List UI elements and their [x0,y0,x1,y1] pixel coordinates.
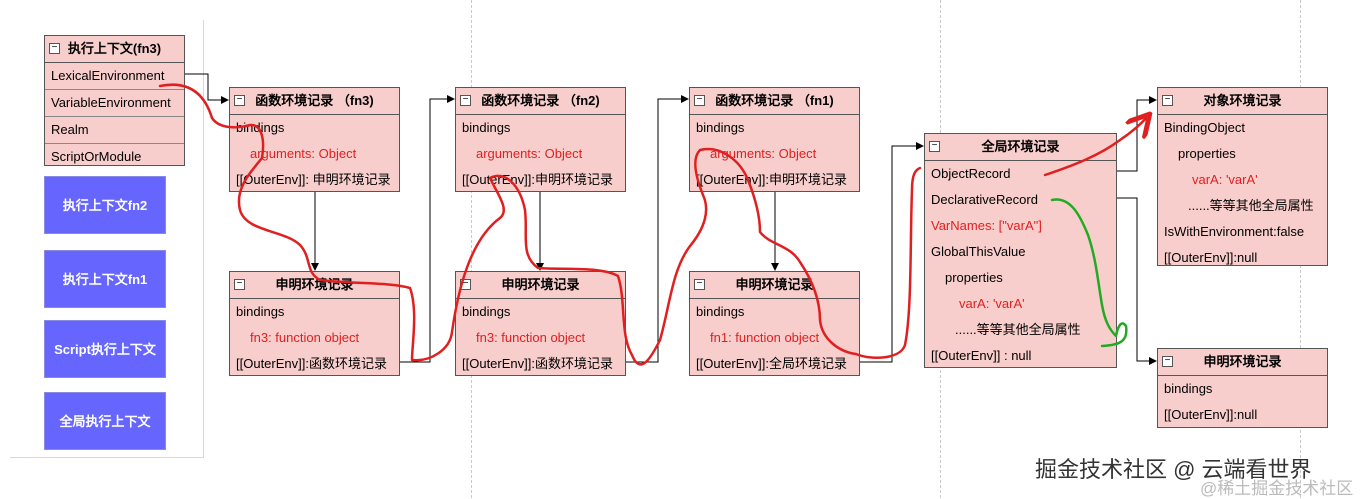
global-this-row: GlobalThisValue [931,244,1026,259]
other-props-row: ......等等其他全局属性 [1188,198,1314,213]
arrow-decl2-to-fn1 [625,95,689,363]
script-or-module-row: ScriptOrModule [51,149,142,164]
variable-environment-row: VariableEnvironment [45,90,184,117]
bindings-label: bindings [462,304,511,319]
box-title: 申明环境记录 [735,277,814,292]
arrow-declrec-to-declenv [1116,197,1157,365]
object-record-row: ObjectRecord [931,166,1011,181]
with-environment-row: IsWithEnvironment:false [1164,224,1305,239]
declarative-record-row: DeclarativeRecord [931,192,1038,207]
box-title: 函数环境记录 （fn3) [255,93,374,108]
collapse-icon[interactable]: − [1162,95,1173,106]
bindings-label: bindings [236,120,285,135]
arrow-decl3-to-global [859,142,924,363]
exec-context-title: 执行上下文(fn3) [67,41,162,56]
watermark-main: 掘金技术社区 @ 云端看世界 [1035,457,1312,482]
binding-object-row: BindingObject [1164,120,1245,135]
exec-context-fn3: − 执行上下文(fn3) LexicalEnvironment Variable… [44,35,185,166]
var-a-row: varA: 'varA' [959,296,1025,311]
declarative-env-record-2: −申明环境记录 bindings fn3: function object [[… [455,271,626,376]
lexical-environment-row: LexicalEnvironment [45,63,184,90]
watermark-sub: @稀土掘金技术社区 [1200,479,1354,498]
global-declarative-env-record: − 申明环境记录 bindings [[OuterEnv]]:null [1157,348,1328,428]
box-title: 全局环境记录 [981,139,1060,154]
bindings-label: bindings [696,304,745,319]
function-env-record-fn3: −函数环境记录 （fn3) bindings arguments: Object… [229,87,400,192]
var-a-row: varA: 'varA' [1192,172,1258,187]
global-env-record: − 全局环境记录 ObjectRecord DeclarativeRecord V… [924,133,1117,368]
outer-env: [[OuterEnv]]: 申明环境记录 [236,172,391,187]
box-title: 对象环境记录 [1203,93,1282,108]
arrow-decl1-to-fn2 [399,95,455,363]
call-stack-frame [10,20,204,458]
function-env-record-fn1: −函数环境记录 （fn1) bindings arguments: Object… [689,87,860,192]
properties-row: properties [1178,146,1236,161]
arguments-binding: arguments: Object [710,146,817,161]
collapse-icon[interactable]: − [49,43,60,54]
other-props-row: ......等等其他全局属性 [955,322,1081,337]
outer-env: [[OuterEnv]] : null [931,348,1032,363]
scope-chain-red-stroke [158,83,922,366]
outer-env: [[OuterEnv]]:全局环境记录 [696,356,847,371]
box-title: 申明环境记录 [1203,354,1282,369]
exec-context-header: − 执行上下文(fn3) [45,36,184,63]
var-names-row: VarNames: ["varA"] [931,218,1042,233]
outer-env: [[OuterEnv]]:null [1164,250,1258,265]
declarative-record-green-stroke [1050,198,1128,348]
function-binding: fn3: function object [476,330,586,345]
stack-item-fn2: 执行上下文fn2 [44,176,166,234]
bindings-label: bindings [1164,381,1213,396]
collapse-icon[interactable]: − [929,141,940,152]
stack-item-script: Script执行上下文 [44,320,166,378]
box-title: 函数环境记录 （fn1) [715,93,834,108]
bindings-label: bindings [462,120,511,135]
outer-env: [[OuterEnv]]:函数环境记录 [462,356,613,371]
arguments-binding: arguments: Object [476,146,583,161]
arrow-lex-to-fn3 [184,73,229,104]
outer-env: [[OuterEnv]]:函数环境记录 [236,356,387,371]
object-env-record: − 对象环境记录 BindingObject properties varA: '… [1157,87,1328,266]
function-binding: fn3: function object [250,330,360,345]
function-binding: fn1: function object [710,330,820,345]
collapse-icon[interactable]: − [694,95,705,106]
bindings-label: bindings [696,120,745,135]
declarative-env-record-1: −申明环境记录 bindings fn3: function object [[… [229,271,400,376]
declarative-env-record-3: − 申明环境记录 bindings fn1: function object [[… [689,271,860,376]
stack-item-global: 全局执行上下文 [44,392,166,450]
collapse-icon[interactable]: − [1162,356,1173,367]
properties-row: properties [945,270,1003,285]
stack-item-fn1: 执行上下文fn1 [44,250,166,308]
collapse-icon[interactable]: − [694,279,705,290]
function-env-record-fn2: −函数环境记录 （fn2) bindings arguments: Object… [455,87,626,192]
collapse-icon[interactable]: − [234,279,245,290]
realm-row: Realm [45,117,184,144]
collapse-icon[interactable]: − [460,95,471,106]
object-record-red-arrow [1043,116,1148,177]
guide-line [471,0,472,498]
outer-env: [[OuterEnv]]:申明环境记录 [696,172,847,187]
box-title: 函数环境记录 （fn2) [481,93,600,108]
arguments-binding: arguments: Object [250,146,357,161]
collapse-icon[interactable]: − [234,95,245,106]
bindings-label: bindings [236,304,285,319]
box-title: 申明环境记录 [501,277,580,292]
outer-env: [[OuterEnv]]:null [1164,407,1258,422]
